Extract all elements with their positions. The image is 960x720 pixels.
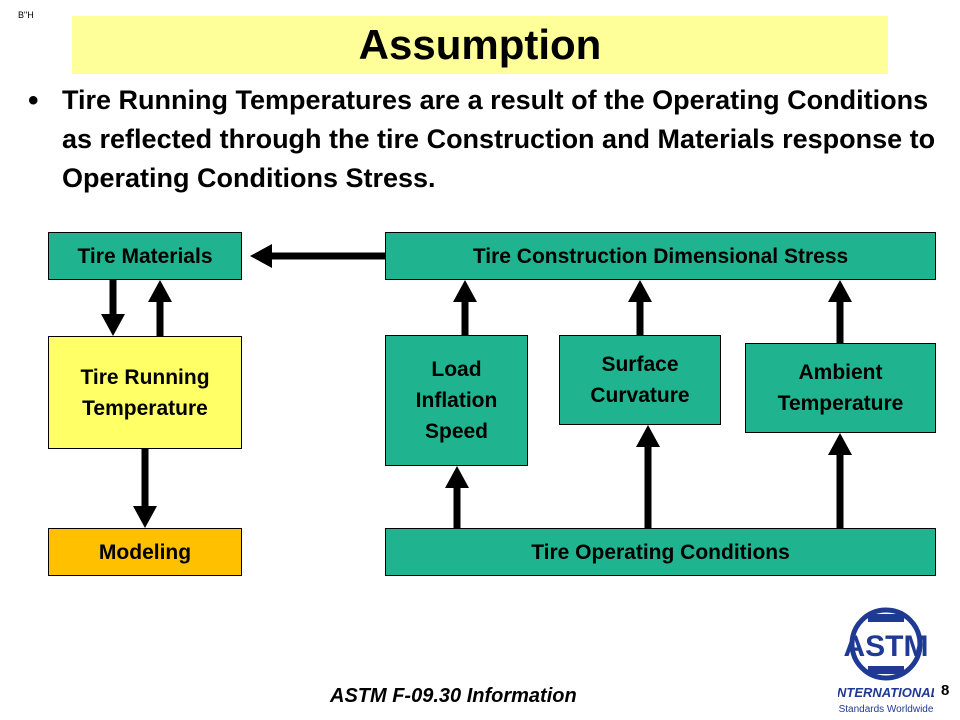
logo-name: INTERNATIONAL	[838, 685, 934, 700]
box-tire-running-temperature: Tire Running Temperature	[48, 336, 242, 449]
label-ambient-temperature: Ambient Temperature	[777, 361, 904, 415]
arrowhead-surface-to-construction	[628, 280, 652, 302]
box-tire-construction-stress: Tire Construction Dimensional Stress	[385, 232, 936, 280]
arrowhead-running-temp-to-materials	[148, 280, 172, 302]
page-number: 8	[941, 682, 950, 699]
arrowhead-running-temp-to-modeling	[133, 506, 157, 528]
bullet-symbol: •	[28, 84, 39, 117]
arrowhead-materials-to-running-temp	[101, 314, 125, 336]
box-load-inflation-speed: Load Inflation Speed	[385, 335, 528, 466]
arrowhead-construction-to-materials	[250, 244, 272, 268]
logo-letters: ASTM	[844, 630, 929, 663]
logo-bottom-band	[868, 666, 904, 674]
arrowhead-operating-to-ambient	[828, 433, 852, 455]
box-surface-curvature: Surface Curvature	[559, 335, 721, 425]
bullet-text: Tire Running Temperatures are a result o…	[62, 85, 936, 193]
astm-logo: ASTM INTERNATIONAL Standards Worldwide	[838, 607, 934, 715]
slide-title: Assumption	[358, 21, 602, 68]
box-tire-operating-conditions: Tire Operating Conditions	[385, 528, 936, 576]
box-ambient-temperature: Ambient Temperature	[745, 343, 936, 433]
box-tire-materials: Tire Materials	[48, 232, 242, 280]
label-tire-operating-conditions: Tire Operating Conditions	[531, 540, 790, 564]
footer-text: ASTM F-09.30 Information	[330, 685, 577, 707]
arrowhead-load-to-construction	[453, 280, 477, 302]
label-surface-curvature: Surface Curvature	[590, 353, 690, 407]
logo-top-band	[868, 614, 904, 622]
label-tire-running-temperature: Tire Running Temperature	[80, 365, 210, 420]
box-modeling: Modeling	[48, 528, 242, 576]
logo-ring	[849, 607, 923, 681]
arrowhead-ambient-to-construction	[828, 280, 852, 302]
arrowhead-operating-to-surface	[636, 425, 660, 447]
arrowhead-operating-to-load	[445, 466, 469, 488]
label-modeling: Modeling	[98, 540, 192, 564]
label-tire-construction-stress: Tire Construction Dimensional Stress	[472, 244, 849, 268]
corner-tag: B"H	[18, 10, 34, 20]
label-tire-materials: Tire Materials	[77, 244, 213, 268]
title-bar: Assumption	[72, 16, 888, 74]
label-load-inflation-speed: Load Inflation Speed	[415, 358, 498, 443]
logo-tagline: Standards Worldwide	[839, 704, 934, 715]
